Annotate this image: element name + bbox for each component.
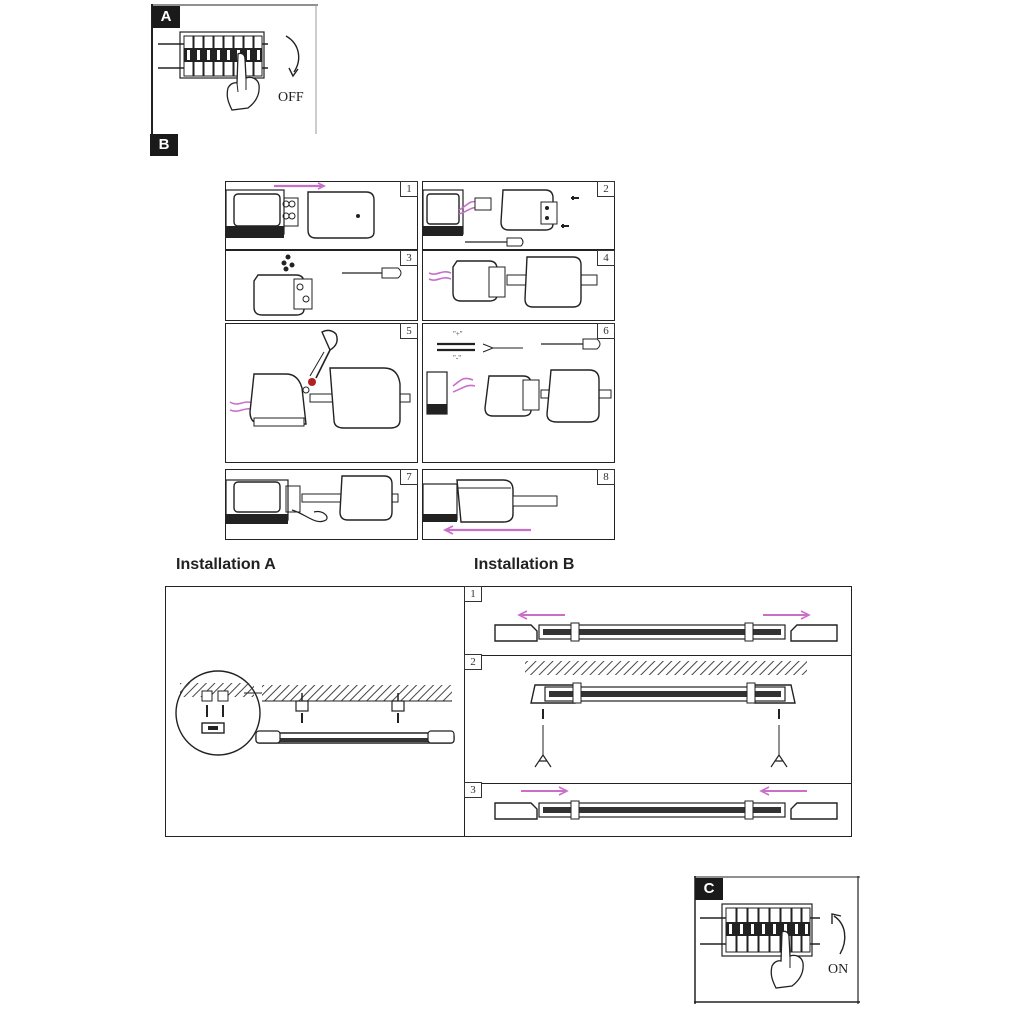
step-number: 2: [597, 181, 615, 197]
step-5-panel: 5: [225, 323, 418, 463]
step-1-drawing: [226, 182, 375, 239]
installation-b-step-1: 1: [464, 586, 851, 656]
step-number: 4: [597, 250, 615, 266]
step-6-panel: "+" "-" 6: [422, 323, 615, 463]
section-a-badge: A: [152, 6, 180, 28]
step-7-drawing: [226, 475, 399, 524]
step-number: 8: [597, 469, 615, 485]
step-number: 2: [464, 654, 482, 670]
switch-state-off: OFF: [278, 90, 304, 105]
installation-b-step-2: 2: [464, 654, 851, 784]
step-5-drawing: [229, 329, 411, 429]
installation-b-step-1-drawing: [494, 610, 838, 642]
step-number: 1: [464, 586, 482, 602]
step-number: 3: [400, 250, 418, 266]
installation-b-step-2-drawing: [525, 661, 807, 768]
step-number: 1: [400, 181, 418, 197]
step-number: 3: [464, 782, 482, 798]
step-4-panel: 4: [422, 250, 615, 321]
arrow-up-curved-icon: [831, 913, 846, 955]
hand-pointing-icon: [226, 52, 260, 111]
section-b-badge: B: [150, 134, 178, 156]
step-3-drawing: [253, 254, 402, 316]
step-4-drawing: [428, 256, 598, 308]
step-8-panel: 8: [422, 469, 615, 540]
installation-b-step-3-drawing: [494, 786, 838, 820]
wire-label-minus: "-": [453, 354, 461, 362]
circuit-breaker-panel-icon: [700, 903, 820, 957]
installation-a-panel: [165, 586, 465, 837]
installation-a-drawing: [175, 670, 455, 756]
section-a-frame: [151, 4, 318, 156]
installation-b-title: Installation B: [474, 556, 575, 573]
step-7-panel: 7: [225, 469, 418, 540]
switch-state-on: ON: [828, 962, 849, 977]
installation-a-title: Installation A: [176, 556, 276, 573]
installation-b-panel: 1 2: [464, 586, 852, 837]
step-2-panel: 2: [422, 181, 615, 250]
section-c-badge: C: [695, 878, 723, 900]
step-6-drawing: "+" "-": [426, 330, 612, 423]
hand-pointing-icon: [770, 930, 804, 989]
step-1-panel: 1: [225, 181, 418, 250]
arrow-down-curved-icon: [285, 35, 300, 78]
step-8-drawing: [423, 479, 558, 535]
section-c: C ON: [694, 876, 860, 1004]
step-number: 7: [400, 469, 418, 485]
section-a: A OFF B: [150, 4, 320, 156]
step-number: 6: [597, 323, 615, 339]
step-3-panel: 3: [225, 250, 418, 321]
installation-b-step-3: 3: [464, 782, 851, 836]
step-number: 5: [400, 323, 418, 339]
step-2-drawing: [423, 189, 579, 247]
wire-label-plus: "+": [453, 330, 463, 338]
